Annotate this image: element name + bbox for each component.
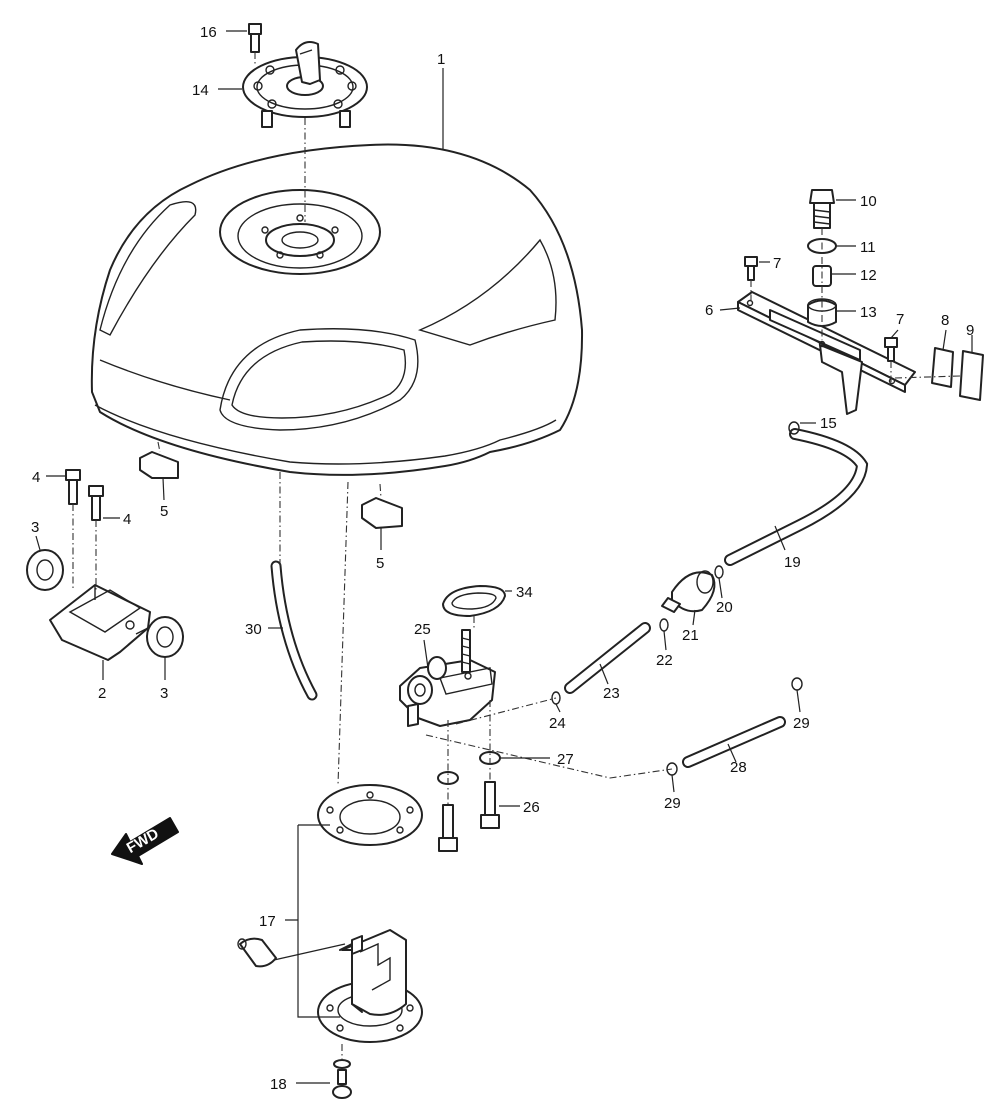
callout-34: 34 [516, 584, 533, 601]
callout-29b: 29 [664, 795, 681, 812]
bracket-bolt-7a [744, 256, 758, 281]
callout-8: 8 [941, 312, 949, 329]
leader-8 [942, 329, 947, 351]
callout-19: 19 [784, 554, 801, 571]
callout-4a: 4 [32, 469, 40, 486]
clip-20 [714, 565, 724, 579]
callout-23: 23 [603, 685, 620, 702]
leader-22 [663, 630, 667, 651]
pump-flange-gasket [317, 784, 423, 846]
bolt-26 [480, 781, 500, 829]
fwd-arrow-icon [111, 817, 179, 865]
centerline-cushion-a [157, 441, 161, 453]
callout-3a: 3 [31, 519, 39, 536]
callout-25: 25 [414, 621, 431, 638]
rubber-damper-3b [146, 616, 184, 658]
callout-22: 22 [656, 652, 673, 669]
callout-20: 20 [716, 599, 733, 616]
rubber-damper-3a [26, 549, 64, 591]
centerline-cushion-b [379, 483, 382, 499]
callout-24: 24 [549, 715, 566, 732]
fuel-filter-21 [661, 570, 716, 613]
leader-24 [555, 703, 561, 713]
callout-5a: 5 [160, 503, 168, 520]
callout-17: 17 [259, 913, 276, 930]
mount-bolt-4b [88, 485, 104, 521]
callout-4b: 4 [123, 511, 131, 528]
leader-23 [599, 663, 609, 685]
leader-19 [774, 525, 786, 551]
callout-7a: 7 [773, 255, 781, 272]
callout-14: 14 [192, 82, 209, 99]
fuel-level-sender [317, 929, 423, 1043]
leader-7b [890, 329, 899, 339]
centerline-outlet [455, 697, 557, 725]
leader-28 [727, 743, 737, 763]
fuel-cock-stud [461, 629, 471, 673]
callout-15: 15 [820, 415, 837, 432]
cushion-5b [361, 497, 403, 529]
leader-29b [671, 774, 675, 793]
bracket-bolt-10 [809, 189, 835, 229]
mount-bolt-4a [65, 469, 81, 505]
tank-mount-bracket [49, 584, 151, 661]
centerline-return [425, 734, 673, 779]
centerline-pads [894, 375, 961, 379]
callout-7b: 7 [896, 311, 904, 328]
cushion-5a [139, 451, 179, 479]
callout-16: 16 [200, 24, 217, 41]
leader-20 [718, 577, 723, 599]
callout-29a: 29 [793, 715, 810, 732]
callout-28: 28 [730, 759, 747, 776]
bolt-left [438, 804, 458, 852]
callout-9: 9 [966, 322, 974, 339]
fuel-cap [242, 41, 368, 128]
callout-27: 27 [557, 751, 574, 768]
leader-29a [796, 689, 801, 713]
pad-8 [931, 347, 954, 388]
callout-5b: 5 [376, 555, 384, 572]
centerline-pump [337, 481, 349, 786]
pad-9 [959, 350, 984, 401]
callout-26: 26 [523, 799, 540, 816]
leader-3a [35, 535, 41, 551]
callout-2: 2 [98, 685, 106, 702]
clip-29a [791, 677, 803, 691]
float-17 [237, 937, 346, 968]
callout-12: 12 [860, 267, 877, 284]
sender-screw-18 [332, 1059, 352, 1099]
leader-6 [719, 307, 741, 311]
clip-15 [788, 421, 800, 435]
leader-5a [162, 477, 165, 501]
callout-1: 1 [437, 51, 445, 68]
callout-30: 30 [245, 621, 262, 638]
callout-13: 13 [860, 304, 877, 321]
callout-10: 10 [860, 193, 877, 210]
leader-21 [692, 609, 696, 626]
callout-11: 11 [860, 239, 876, 256]
leader-17 [285, 824, 340, 1018]
callout-18: 18 [270, 1076, 287, 1093]
leader-25 [423, 639, 429, 669]
clip-22 [659, 618, 669, 632]
fuel-cock-25 [399, 656, 496, 727]
cap-screw-16 [248, 23, 262, 53]
tank-bracket [737, 291, 916, 415]
gasket-34 [442, 585, 506, 617]
callout-3b: 3 [160, 685, 168, 702]
callout-21: 21 [682, 627, 699, 644]
callout-6: 6 [705, 302, 713, 319]
fuel-tank [90, 143, 584, 476]
